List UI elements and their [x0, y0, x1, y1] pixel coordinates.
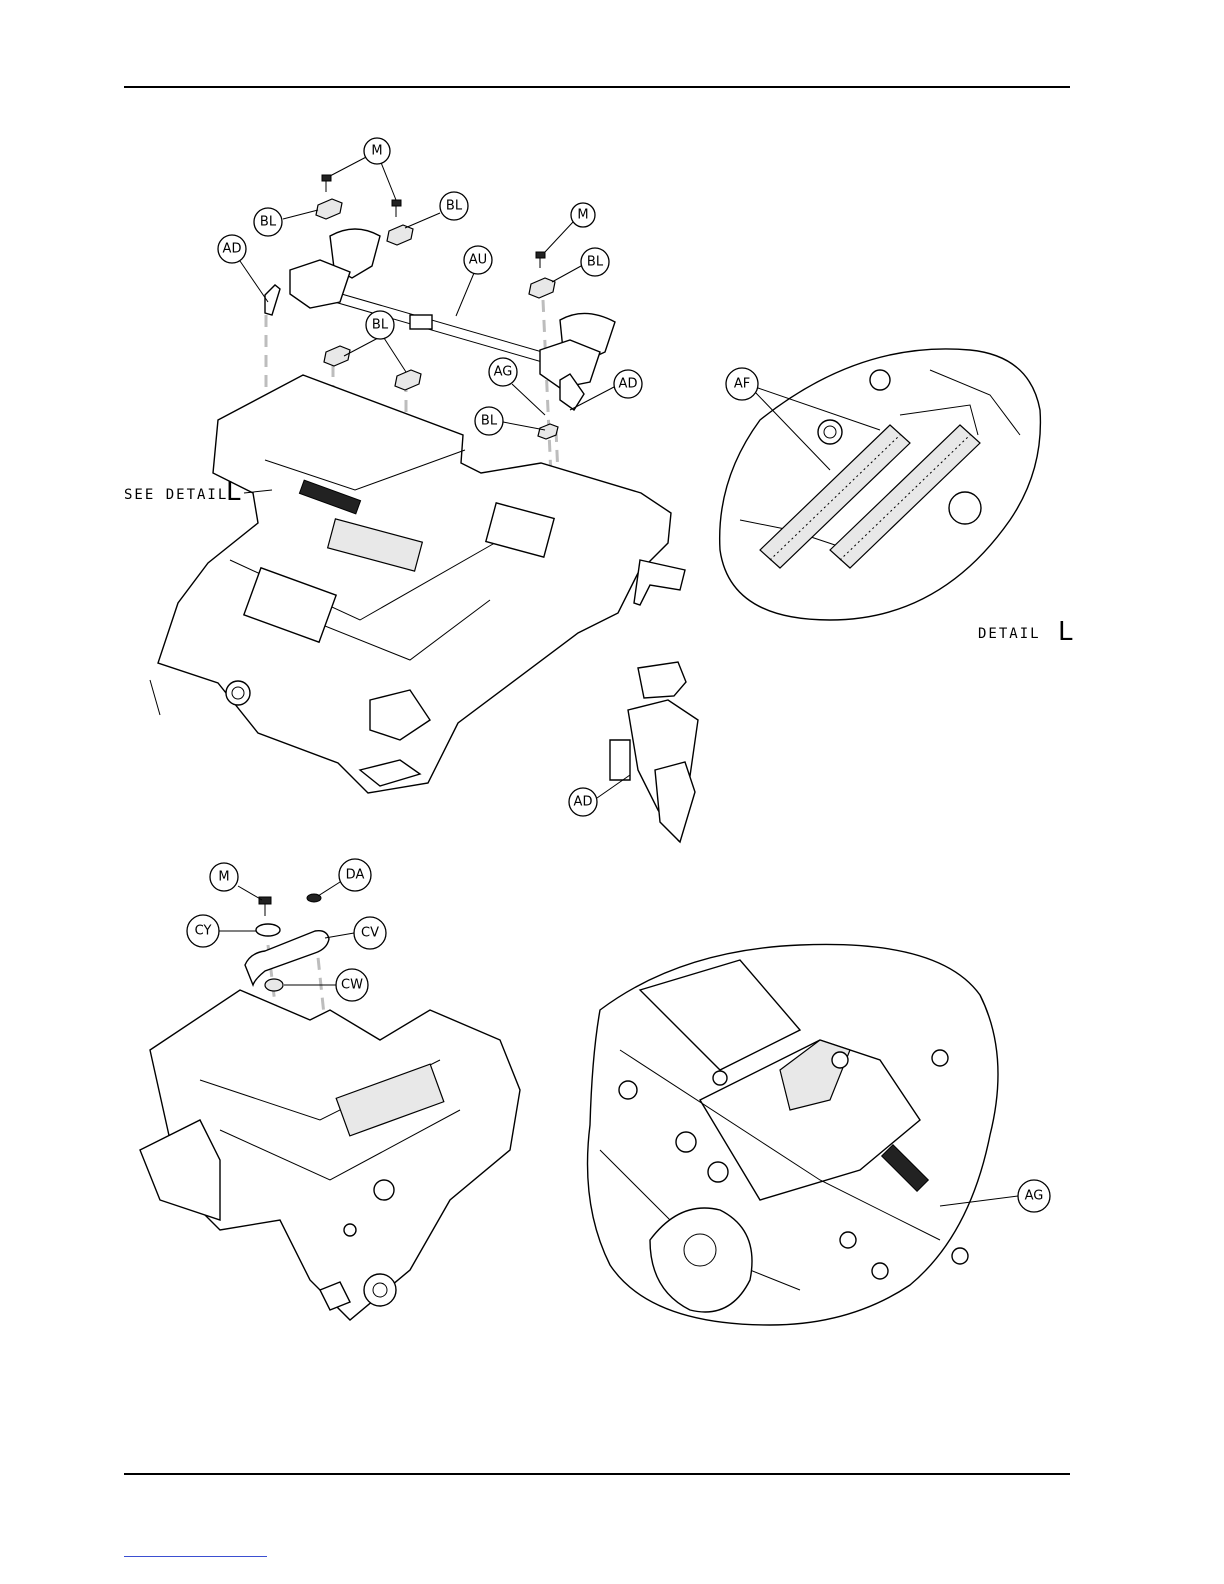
bottom-right-closeup: AG [588, 944, 1051, 1325]
callout-da: DA [339, 859, 371, 891]
see-detail-label: SEE DETAIL [124, 487, 228, 503]
svg-text:AF: AF [734, 377, 750, 392]
callout-cw: CW [336, 969, 368, 1001]
svg-text:AD: AD [223, 242, 242, 257]
callout-bl: BL [581, 248, 609, 276]
side-bracket-part: AD [569, 662, 698, 842]
callout-af: AF [726, 368, 758, 400]
svg-text:AD: AD [619, 377, 638, 392]
clip [316, 199, 342, 219]
washer [256, 924, 280, 936]
see-detail-letter: L [226, 477, 241, 507]
callout-m: M [571, 203, 595, 227]
svg-text:CY: CY [195, 924, 212, 939]
svg-text:AD: AD [574, 795, 593, 810]
callout-cy: CY [187, 915, 219, 947]
svg-text:DA: DA [346, 868, 365, 883]
callout-bl: BL [475, 407, 503, 435]
detail-letter: L [1058, 617, 1073, 647]
svg-text:M: M [218, 870, 229, 885]
callout-ad: AD [218, 235, 246, 263]
clip [529, 278, 555, 298]
callout-ag: AG [489, 358, 517, 386]
callout-m: M [364, 138, 390, 164]
callout-ag: AG [1018, 1180, 1050, 1212]
detail-label: DETAIL [978, 626, 1041, 642]
svg-text:AG: AG [494, 365, 513, 380]
screw [392, 200, 401, 217]
callout-bl: BL [254, 208, 282, 236]
callout-cv: CV [354, 917, 386, 949]
svg-text:BL: BL [587, 255, 604, 270]
svg-text:BL: BL [372, 318, 389, 333]
svg-text:AG: AG [1025, 1189, 1044, 1204]
clip [395, 370, 421, 390]
chassis [150, 375, 685, 793]
detail-l-view: AF DETAIL L [720, 349, 1073, 647]
clip [324, 346, 350, 366]
svg-text:BL: BL [481, 414, 498, 429]
svg-text:AU: AU [469, 253, 487, 268]
svg-text:BL: BL [260, 215, 277, 230]
callout-au: AU [464, 246, 492, 274]
callout-ad: AD [614, 370, 642, 398]
callout-ad: AD [569, 788, 597, 816]
lever [245, 931, 329, 985]
top-assembly: M BL AD BL AU M BL BL AG [124, 138, 685, 793]
svg-text:CV: CV [361, 926, 379, 941]
clip [387, 225, 413, 245]
callout-bl: BL [366, 311, 394, 339]
callout-bl: BL [440, 192, 468, 220]
screw [536, 252, 545, 268]
screw [322, 175, 331, 192]
bottom-left-assembly: M DA CY CV CW [140, 859, 520, 1320]
svg-text:M: M [371, 144, 382, 159]
svg-text:CW: CW [341, 978, 363, 993]
bushing [265, 979, 283, 991]
svg-text:BL: BL [446, 199, 463, 214]
svg-text:M: M [577, 208, 588, 223]
callout-m: M [210, 863, 238, 891]
